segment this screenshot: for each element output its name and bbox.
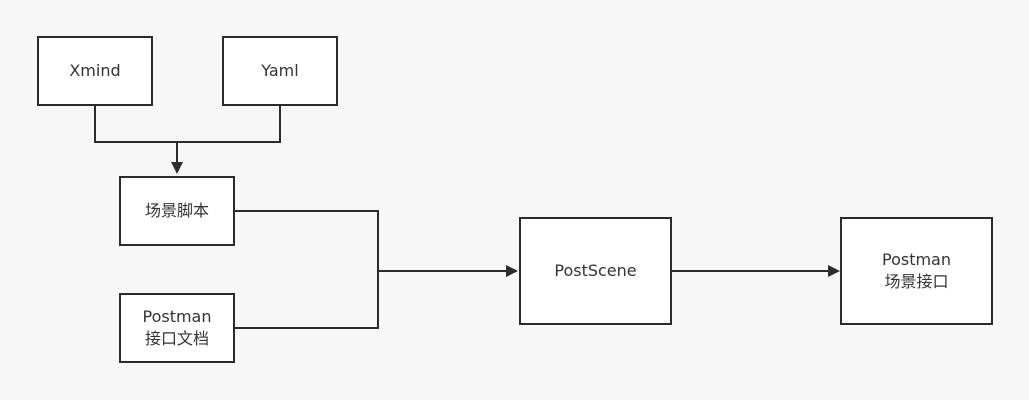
node-postscene: PostScene [519, 217, 672, 325]
connector-xmind-yaml-to-scene-script [94, 106, 281, 143]
node-postman-scene-api-line2: 场景接口 [884, 272, 949, 291]
node-postscene-label: PostScene [554, 261, 637, 280]
node-postman-scene-api: Postman 场景接口 [840, 217, 993, 325]
connector-scene-script-to-merge [234, 210, 379, 329]
node-xmind-label: Xmind [69, 61, 121, 80]
node-postman-scene-api-line1: Postman [881, 250, 951, 269]
node-yaml: Yaml [222, 36, 338, 106]
node-postman-api-doc-line2: 接口文档 [144, 329, 209, 348]
node-scene-script: 场景脚本 [119, 176, 235, 246]
node-yaml-label: Yaml [261, 61, 299, 80]
node-scene-script-label: 场景脚本 [144, 201, 209, 220]
node-xmind: Xmind [37, 36, 153, 106]
node-postman-api-doc-line1: Postman [142, 307, 212, 326]
node-postman-api-doc: Postman 接口文档 [119, 293, 235, 363]
